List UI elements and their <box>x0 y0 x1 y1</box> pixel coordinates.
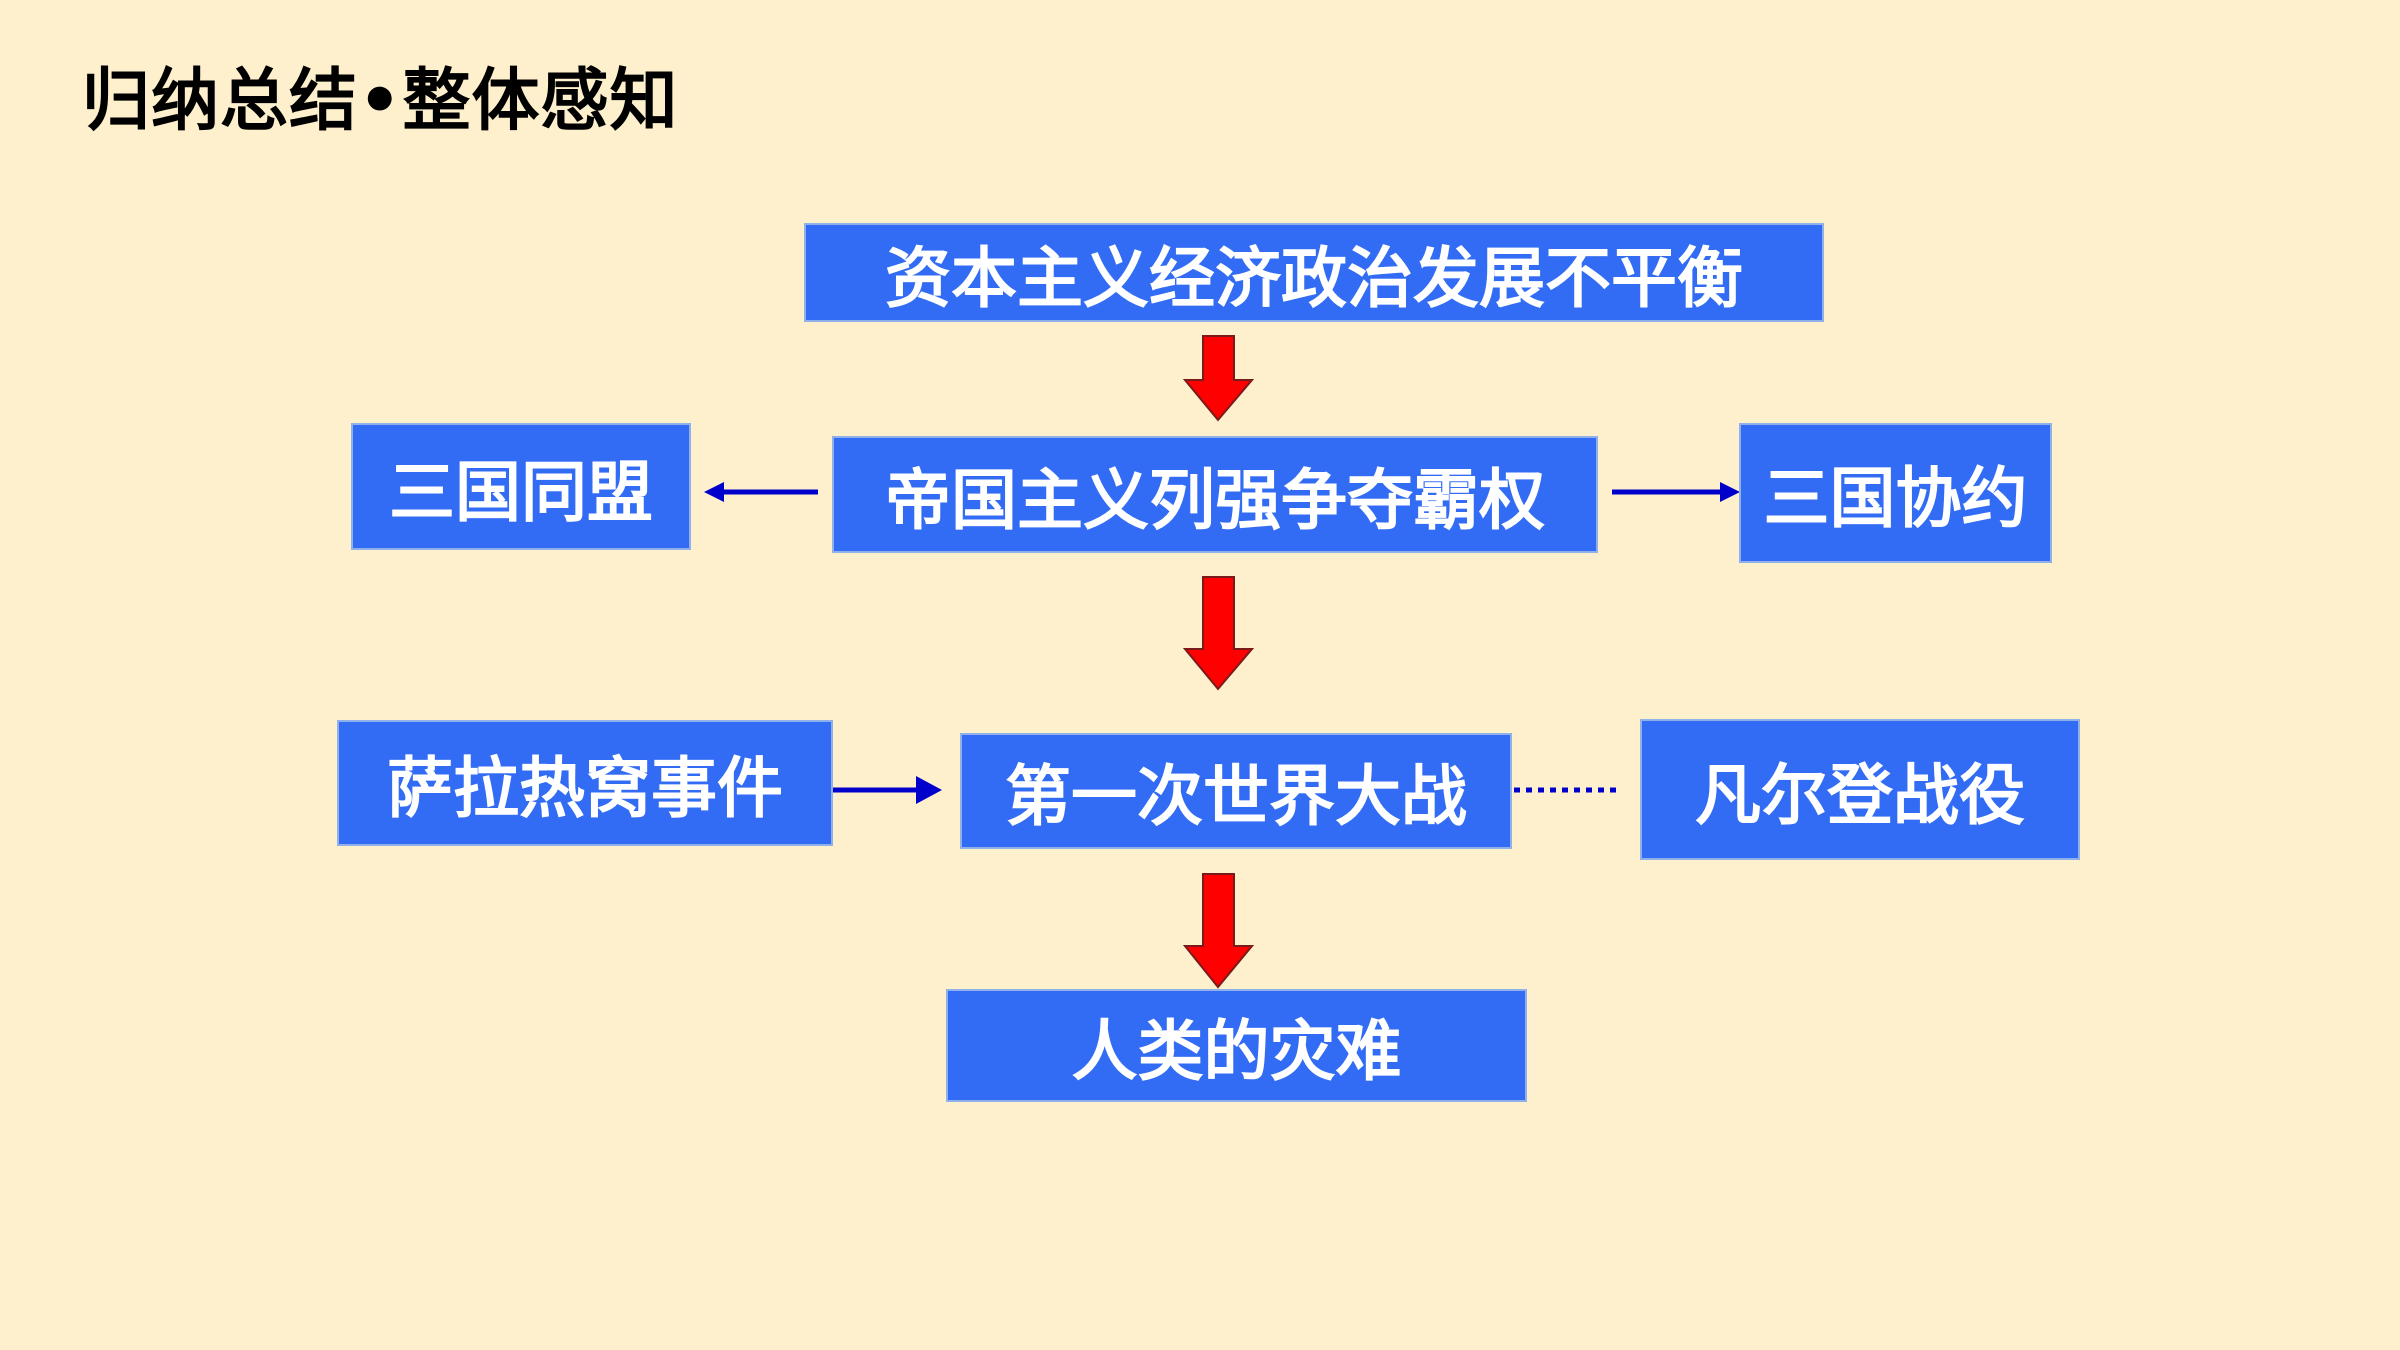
ww1-label: 第一次世界大战 <box>1005 758 1467 835</box>
triple-entente-box: 三国协约 <box>1739 423 2052 563</box>
down-arrow-1 <box>1182 335 1255 422</box>
left-arrow-head <box>704 482 724 502</box>
down-arrow-3 <box>1182 873 1255 989</box>
down-arrow-2 <box>1182 576 1255 691</box>
imperialism-box: 帝国主义列强争夺霸权 <box>832 436 1598 553</box>
disaster-label: 人类的灾难 <box>1071 1012 1402 1090</box>
page-title: 归纳总结•整体感知 <box>82 62 679 141</box>
sarajevo-label: 萨拉热窝事件 <box>387 750 783 827</box>
verdun-box: 凡尔登战役 <box>1640 719 2080 860</box>
root-cause-box: 资本主义经济政治发展不平衡 <box>804 223 1824 322</box>
ww1-box: 第一次世界大战 <box>960 733 1512 849</box>
triple-entente-label: 三国协约 <box>1763 460 2028 537</box>
triple-alliance-label: 三国同盟 <box>389 453 653 531</box>
triple-alliance-box: 三国同盟 <box>351 423 691 550</box>
verdun-label: 凡尔登战役 <box>1695 756 2025 834</box>
sarajevo-box: 萨拉热窝事件 <box>337 720 833 846</box>
root-cause-label: 资本主义经济政治发展不平衡 <box>885 239 1743 317</box>
imperialism-label: 帝国主义列强争夺霸权 <box>885 461 1545 539</box>
right-arrow-head <box>1720 482 1740 502</box>
sarajevo-arrow-head <box>916 776 942 804</box>
disaster-box: 人类的灾难 <box>946 989 1527 1102</box>
